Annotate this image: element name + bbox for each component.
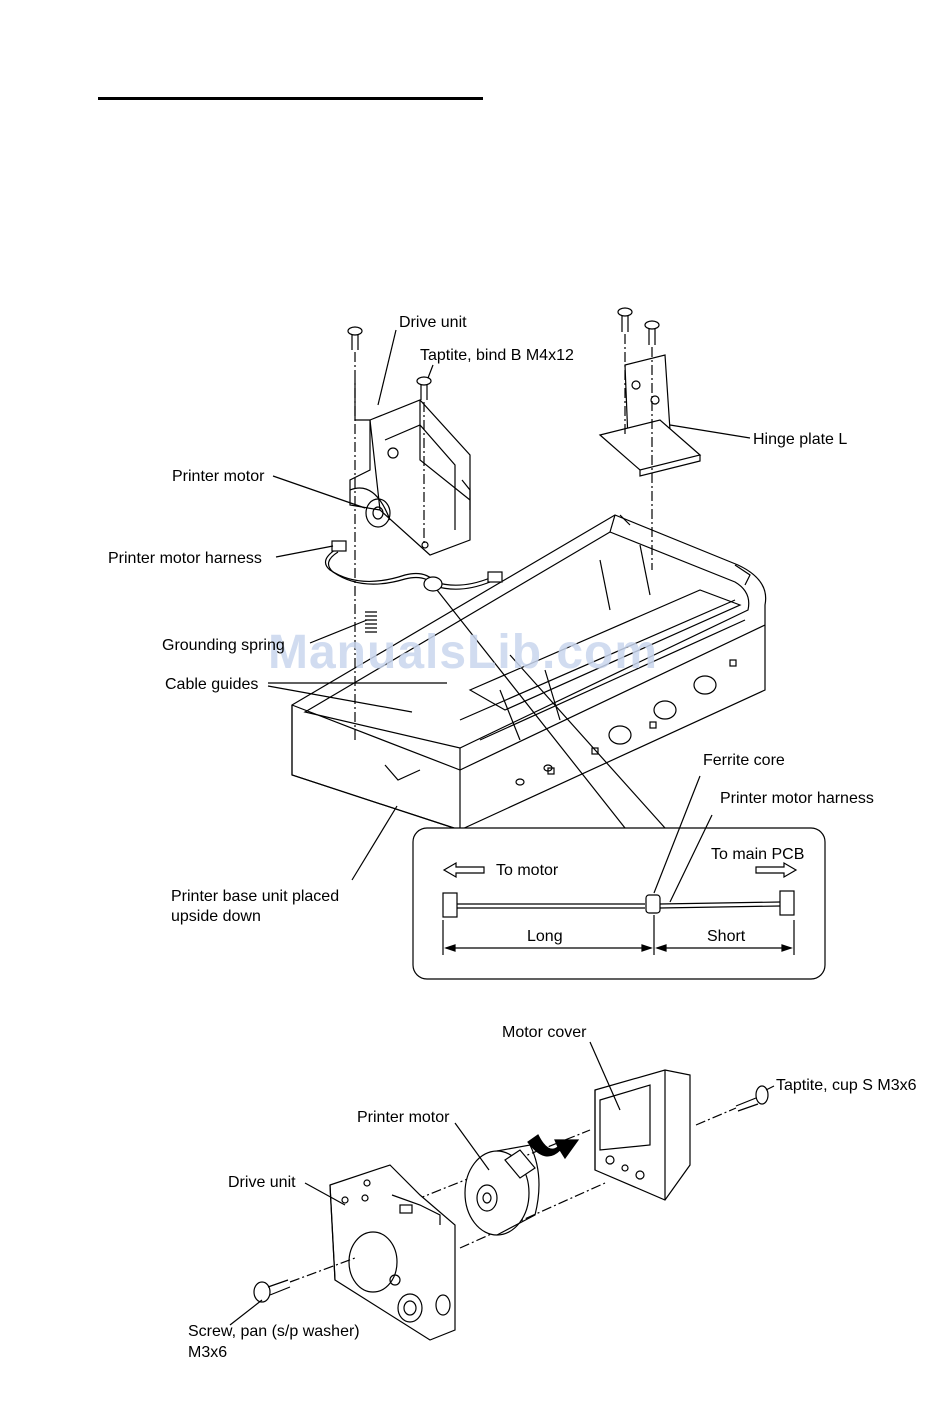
printer-motor-bottom — [464, 1144, 540, 1236]
printer-base-unit — [291, 514, 767, 831]
header-rule — [98, 97, 483, 100]
drive-unit-bottom — [329, 1164, 456, 1341]
label-printer-motor-top: Printer motor — [172, 468, 265, 485]
label-base-unit-line2: upside down — [171, 908, 261, 925]
label-grounding-spring: Grounding spring — [162, 637, 285, 654]
label-taptite-cup: Taptite, cup S M3x6 — [776, 1077, 917, 1094]
label-printer-motor-bottom: Printer motor — [357, 1109, 450, 1126]
label-to-main-pcb: To main PCB — [711, 846, 805, 863]
grounding-spring — [365, 611, 377, 633]
label-base-unit-line1: Printer base unit placed — [171, 888, 340, 905]
leader-lines-top — [267, 329, 751, 881]
label-printer-motor-harness-inset: Printer motor harness — [720, 790, 874, 807]
label-screw-pan-line1: Screw, pan (s/p washer) — [188, 1323, 360, 1340]
label-printer-motor-harness-top: Printer motor harness — [108, 550, 262, 567]
label-drive-unit-bottom: Drive unit — [228, 1174, 296, 1191]
label-hinge-plate: Hinge plate L — [753, 431, 848, 448]
label-taptite-bind: Taptite, bind B M4x12 — [420, 347, 574, 364]
label-cable-guides: Cable guides — [165, 676, 259, 693]
label-short: Short — [707, 928, 746, 945]
label-ferrite-core: Ferrite core — [703, 752, 785, 769]
label-motor-cover: Motor cover — [502, 1024, 587, 1041]
taptite-bind-screws — [347, 326, 432, 400]
label-to-motor: To motor — [496, 862, 559, 879]
label-drive-unit-top: Drive unit — [399, 314, 467, 331]
install-arrow — [527, 1134, 580, 1160]
harness-inset-box — [412, 775, 826, 980]
taptite-cup-screw — [735, 1085, 769, 1112]
screw-pan — [253, 1279, 291, 1303]
label-long: Long — [527, 928, 563, 945]
leader-lines-bottom — [229, 1041, 775, 1326]
watermark: ManualsLib.com — [268, 626, 659, 679]
motor-cover — [594, 1069, 691, 1201]
drive-unit-top — [349, 380, 471, 556]
printer-motor-harness-top — [324, 540, 503, 592]
label-screw-pan-line2: M3x6 — [188, 1344, 228, 1361]
hinge-plate-l — [598, 307, 702, 477]
